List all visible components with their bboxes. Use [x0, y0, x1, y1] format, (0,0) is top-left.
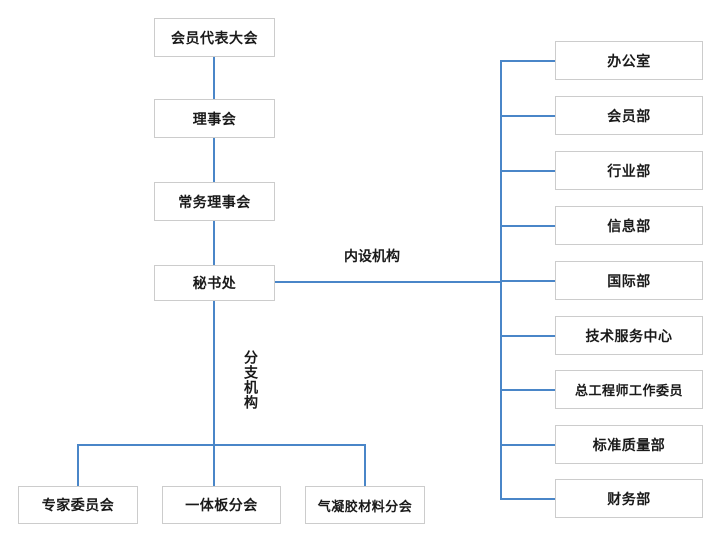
- connector-assembly-to-council: [213, 57, 215, 99]
- node-standing-council[interactable]: 常务理事会: [154, 182, 275, 221]
- node-information[interactable]: 信息部: [555, 206, 703, 245]
- node-office[interactable]: 办公室: [555, 41, 703, 80]
- connector-stub-international: [500, 280, 555, 282]
- connector-branch-drop-expert-committee: [77, 444, 79, 486]
- node-aerogel-material-branch-label: 气凝胶材料分会: [317, 498, 413, 514]
- node-council-label: 理事会: [192, 110, 237, 127]
- node-assembly[interactable]: 会员代表大会: [154, 18, 275, 57]
- node-integrated-board-branch-label: 一体板分会: [185, 497, 258, 513]
- connector-secretariat-to-internal-spine: [274, 281, 502, 283]
- node-industry[interactable]: 行业部: [555, 151, 703, 190]
- node-standard-quality[interactable]: 标准质量部: [555, 425, 703, 464]
- node-tech-service-center[interactable]: 技术服务中心: [555, 316, 703, 355]
- node-expert-committee-label: 专家委员会: [41, 497, 115, 513]
- connector-stub-information: [500, 225, 555, 227]
- connector-branch-drop-aerogel: [364, 444, 366, 486]
- node-membership-label: 会员部: [607, 107, 651, 124]
- connector-stub-standard-quality: [500, 444, 555, 446]
- connector-stub-industry: [500, 170, 555, 172]
- connector-stub-tech-service-center: [500, 335, 555, 337]
- node-standard-quality-label: 标准质量部: [592, 436, 666, 453]
- node-finance-label: 财务部: [607, 490, 651, 507]
- node-assembly-label: 会员代表大会: [171, 29, 258, 46]
- connector-stub-chief-engineer-committee: [500, 389, 555, 391]
- node-office-label: 办公室: [607, 52, 651, 69]
- connector-council-to-standing: [213, 138, 215, 182]
- node-information-label: 信息部: [607, 217, 651, 234]
- node-industry-label: 行业部: [607, 162, 651, 179]
- node-council[interactable]: 理事会: [154, 99, 275, 138]
- group-label-branches: 分支机构: [243, 350, 259, 410]
- node-finance[interactable]: 财务部: [555, 479, 703, 518]
- node-integrated-board-branch[interactable]: 一体板分会: [162, 486, 281, 524]
- node-international[interactable]: 国际部: [555, 261, 703, 300]
- node-standing-council-label: 常务理事会: [178, 193, 251, 210]
- node-chief-engineer-committee[interactable]: 总工程师工作委员: [555, 370, 703, 409]
- connector-secretariat-to-branches: [213, 300, 215, 486]
- node-aerogel-material-branch[interactable]: 气凝胶材料分会: [305, 486, 425, 524]
- connector-branch-bar: [77, 444, 366, 446]
- node-chief-engineer-committee-label: 总工程师工作委员: [574, 383, 683, 398]
- node-expert-committee[interactable]: 专家委员会: [18, 486, 138, 524]
- node-tech-service-center-label: 技术服务中心: [585, 327, 673, 344]
- node-international-label: 国际部: [607, 272, 651, 289]
- group-label-internal: 内设机构: [344, 246, 400, 266]
- node-secretariat-label: 秘书处: [192, 275, 237, 291]
- connector-stub-finance: [500, 498, 555, 500]
- connector-standing-to-secretariat: [213, 221, 215, 265]
- node-membership[interactable]: 会员部: [555, 96, 703, 135]
- connector-stub-membership: [500, 115, 555, 117]
- node-secretariat[interactable]: 秘书处: [154, 265, 275, 301]
- connector-stub-office: [500, 60, 555, 62]
